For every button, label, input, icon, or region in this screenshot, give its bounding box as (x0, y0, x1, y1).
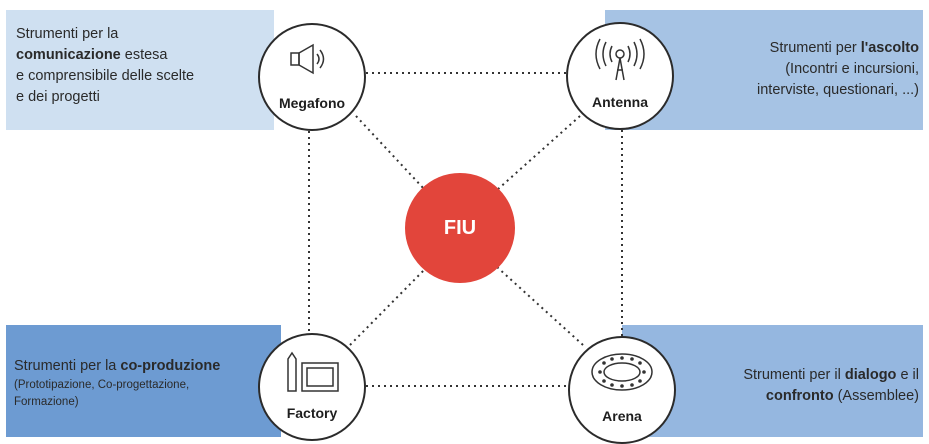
factory-node: Factory (258, 333, 366, 441)
megafono-panel (6, 10, 274, 130)
arena-description: Strumenti per il dialogo e il confronto … (743, 367, 919, 404)
antenna-description: Strumenti per l'ascolto (Incontri e incu… (757, 40, 919, 98)
megafono-description: Strumenti per la comunicazione estesa e … (16, 26, 195, 105)
factory-description: Strumenti per la co-produzione (Prototip… (14, 358, 221, 408)
arena-icon (591, 353, 653, 391)
megafono-node: Megafono (258, 23, 366, 131)
factory-panel (6, 325, 281, 437)
factory-icon (287, 351, 339, 392)
arena-label: Arena (602, 408, 642, 424)
antenna-icon (595, 38, 645, 81)
link-antenna-fiu (496, 115, 581, 191)
antenna-label: Antenna (592, 94, 648, 110)
megaphone-icon (290, 43, 325, 75)
antenna-node: Antenna (566, 22, 674, 130)
factory-label: Factory (286, 405, 338, 421)
fiu-label: FIU (443, 217, 477, 239)
link-arena-fiu (496, 266, 584, 346)
link-factory-fiu (349, 266, 428, 346)
arena-node: Arena (568, 336, 676, 444)
megafono-label: Megafono (278, 95, 346, 111)
fiu-node: FIU (405, 173, 515, 283)
link-megafono-fiu (355, 115, 426, 191)
